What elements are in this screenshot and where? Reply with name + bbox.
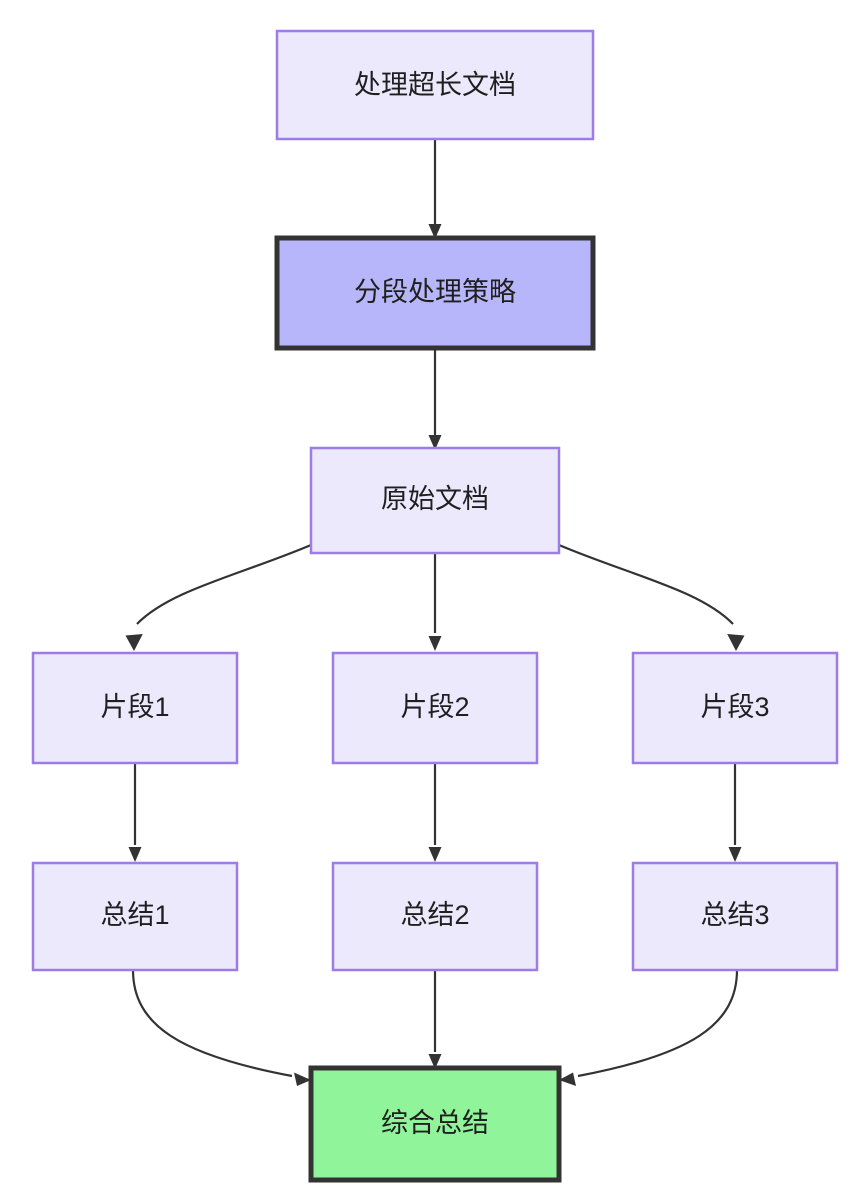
node-chunk-3-box[interactable] xyxy=(631,651,839,765)
node-source-document-box[interactable] xyxy=(309,446,561,555)
node-chunk-1[interactable]: 片段1 xyxy=(31,651,239,765)
node-summary-3-label: 总结3 xyxy=(700,900,769,930)
node-chunk-2-label: 片段2 xyxy=(400,692,469,722)
node-chunk-2[interactable]: 片段2 xyxy=(331,651,539,765)
node-chunking-strategy-label: 分段处理策略 xyxy=(354,277,516,307)
node-chunk-1-label: 片段1 xyxy=(100,692,169,722)
node-process-long-document-box[interactable] xyxy=(275,29,595,141)
node-chunk-1-box[interactable] xyxy=(31,651,239,765)
node-chunking-strategy[interactable]: 分段处理策略 xyxy=(274,235,596,351)
node-summary-1-box[interactable] xyxy=(31,861,239,972)
node-chunk-3-label: 片段3 xyxy=(700,692,769,722)
node-layer: 处理超长文档 分段处理策略 原始文档 片段1 片段2 xyxy=(31,29,839,1183)
node-source-document[interactable]: 原始文档 xyxy=(309,446,561,555)
node-summary-1-label: 总结1 xyxy=(100,900,169,930)
edge-chunk1-to-summary1 xyxy=(128,763,142,862)
edge-summary2-to-final xyxy=(428,970,442,1069)
edge-chunk2-to-summary2 xyxy=(428,763,442,862)
edge-source-to-chunk3 xyxy=(558,543,745,651)
edge-strategy-to-source xyxy=(428,348,442,450)
edge-summary1-to-final xyxy=(131,969,311,1086)
edge-layer xyxy=(125,139,745,1086)
node-process-long-document-label: 处理超长文档 xyxy=(354,70,516,100)
node-summary-3[interactable]: 总结3 xyxy=(631,861,839,972)
node-chunking-strategy-box[interactable] xyxy=(274,235,596,351)
edge-summary3-to-final xyxy=(559,969,739,1086)
edge-process-to-strategy xyxy=(428,139,442,239)
node-summary-2[interactable]: 总结2 xyxy=(331,861,539,972)
node-final-summary[interactable]: 综合总结 xyxy=(308,1065,562,1183)
node-final-summary-label: 综合总结 xyxy=(381,1108,489,1138)
node-chunk-2-box[interactable] xyxy=(331,651,539,765)
node-process-long-document[interactable]: 处理超长文档 xyxy=(275,29,595,141)
edge-source-to-chunk1 xyxy=(125,543,312,651)
node-source-document-label: 原始文档 xyxy=(381,484,489,514)
node-chunk-3[interactable]: 片段3 xyxy=(631,651,839,765)
edge-source-to-chunk2 xyxy=(428,553,442,651)
edge-chunk3-to-summary3 xyxy=(728,763,742,862)
node-final-summary-box[interactable] xyxy=(308,1065,562,1183)
node-summary-2-box[interactable] xyxy=(331,861,539,972)
node-summary-1[interactable]: 总结1 xyxy=(31,861,239,972)
node-summary-3-box[interactable] xyxy=(631,861,839,972)
node-summary-2-label: 总结2 xyxy=(400,900,469,930)
